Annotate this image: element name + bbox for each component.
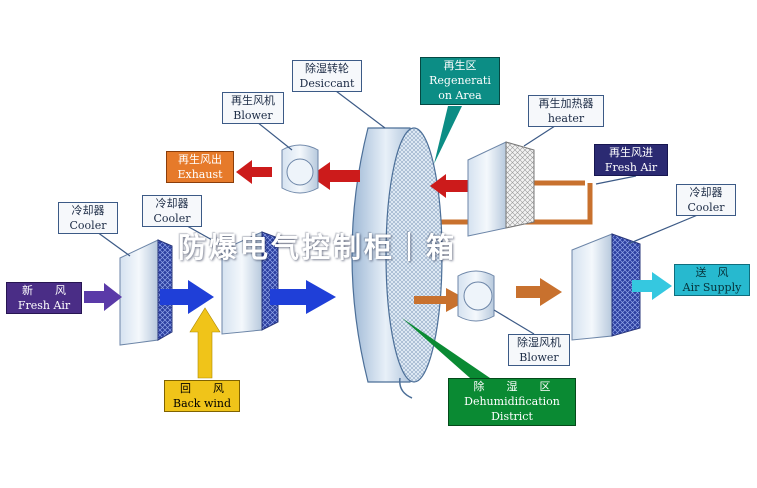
cooler-right-unit: [571, 233, 641, 341]
banner-title: 防爆电气控制柜｜箱: [178, 231, 458, 264]
exhaust-arrow: [310, 162, 360, 190]
process-air-arrow-2: [270, 280, 336, 314]
regen-area-pointer: [434, 106, 462, 164]
regen-heater-unit: [467, 141, 535, 237]
regen-inlet-arrow: [430, 174, 470, 198]
air-supply-arrow: [632, 272, 672, 300]
cooler-left-unit: [119, 239, 173, 346]
dehum-outflow-arrow: [414, 288, 468, 312]
process-air-arrow-1: [160, 280, 214, 314]
dehum-district-pointer: [402, 318, 490, 378]
fresh-air-arrow: [84, 283, 122, 311]
dehum-blower-unit: [457, 270, 495, 322]
regen-blower-unit: [281, 144, 319, 194]
cooler-mid-unit: [221, 231, 279, 335]
back-wind-arrow: [189, 307, 221, 379]
label-leader-lines: [96, 87, 701, 335]
desiccant-wheel: [351, 127, 443, 399]
dehum-to-cooler-arrow: [516, 278, 562, 306]
exhaust-outlet-arrow: [236, 160, 272, 184]
